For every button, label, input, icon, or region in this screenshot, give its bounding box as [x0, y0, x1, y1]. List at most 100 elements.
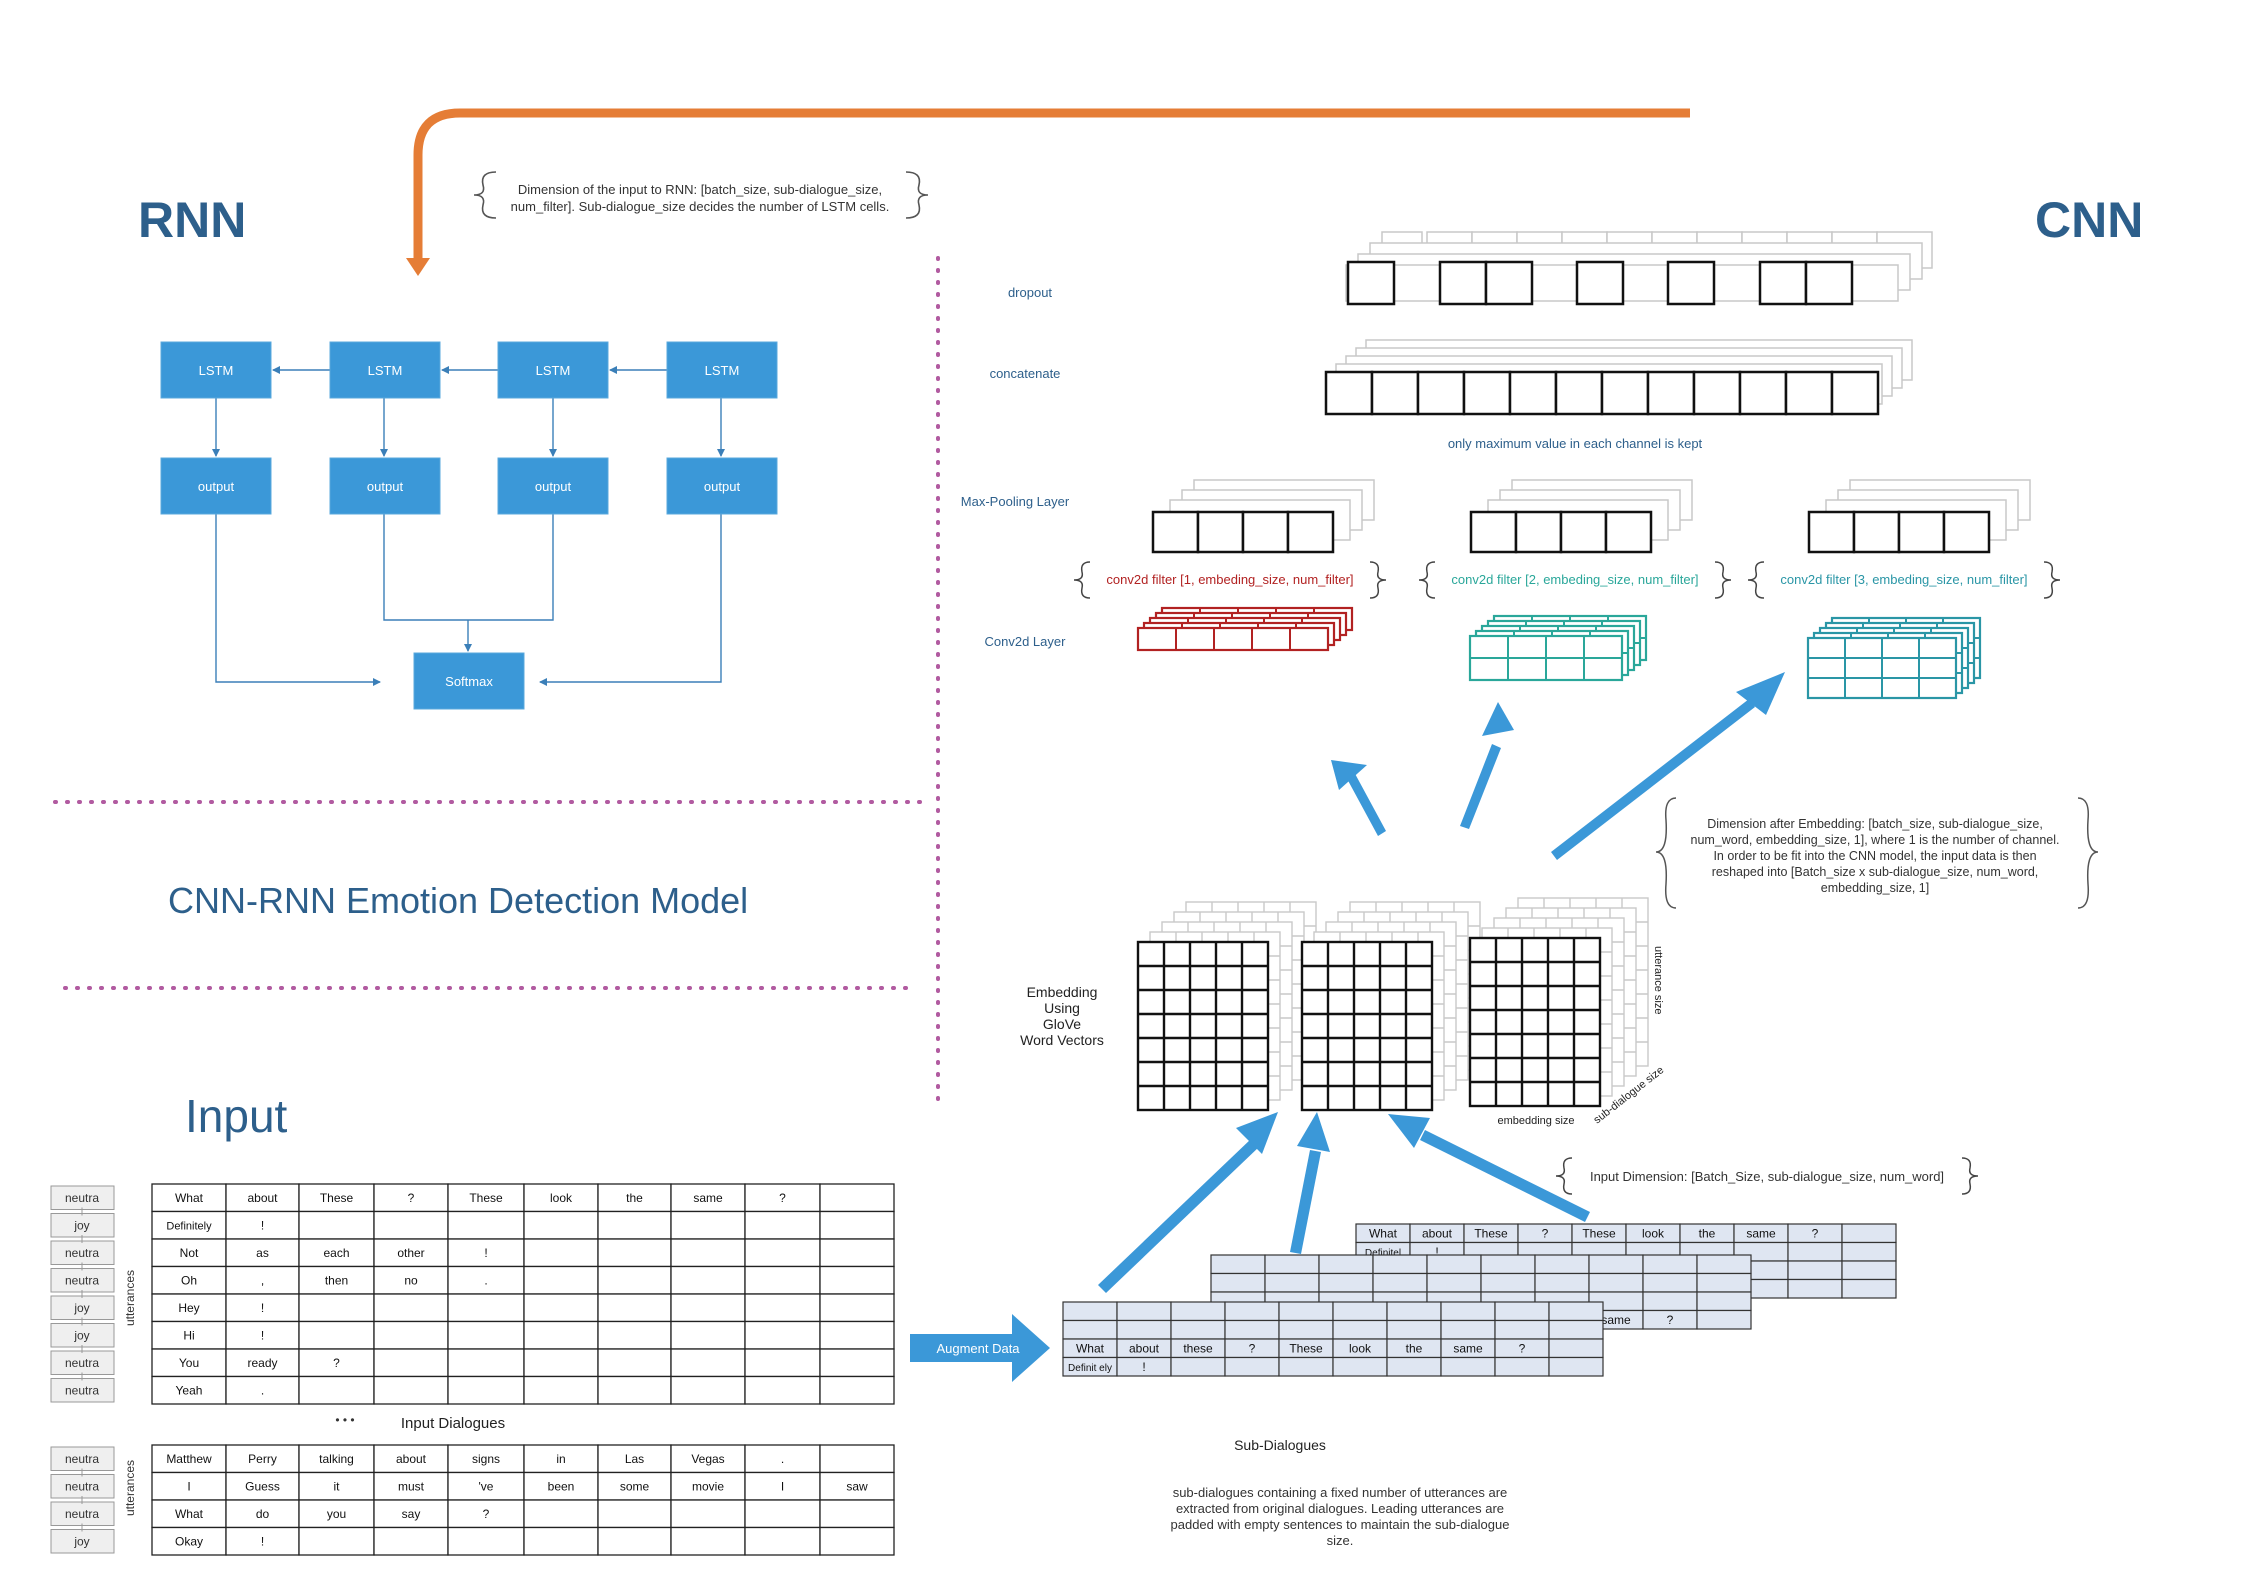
table-cell: !: [261, 1301, 264, 1315]
augment-data-label: Augment Data: [936, 1341, 1020, 1356]
lstm-cell-1: LSTM: [160, 341, 272, 399]
table-cell: Perry: [248, 1452, 277, 1466]
emotion-label: neutra: [50, 1496, 115, 1526]
table-cell: some: [620, 1479, 650, 1493]
emotion-label: neutra: [50, 1468, 115, 1499]
svg-text:neutra: neutra: [65, 1273, 99, 1287]
table-cell: in: [556, 1452, 565, 1466]
table-cell: been: [548, 1479, 575, 1493]
embedding-grid: [1468, 936, 1602, 1108]
softmax-box: Softmax: [413, 652, 525, 710]
emotion-label: joy: [50, 1290, 115, 1320]
table-cell: saw: [846, 1479, 868, 1493]
table-cell: ready: [247, 1356, 277, 1370]
table-cell: Hi: [183, 1328, 194, 1342]
table-cell: These: [1582, 1226, 1616, 1240]
table-cell: You: [179, 1356, 199, 1370]
table-cell: What: [1369, 1226, 1398, 1240]
rnn-dimension-note-line1: Dimension of the input to RNN: [batch_si…: [518, 182, 882, 197]
maxpool-stack-1: [1151, 479, 1375, 554]
table-cell: Definit ely: [1068, 1363, 1112, 1374]
table-cell: signs: [472, 1452, 500, 1466]
max-pool-note: only maximum value in each channel is ke…: [1448, 436, 1703, 451]
embedding-label-line1: Embedding: [1027, 984, 1098, 1000]
table-cell: .: [484, 1273, 487, 1287]
embedding-label-line2: Using: [1044, 1000, 1080, 1016]
conv2d-layer: [1468, 634, 1624, 682]
table-cell: !: [261, 1534, 264, 1548]
table-row: Okay!: [151, 1526, 895, 1556]
table-cell: .: [261, 1383, 264, 1397]
output-box-label: output: [198, 479, 235, 494]
maxpool-stack-2: [1469, 479, 1693, 554]
subdialogues-note-line4: size.: [1327, 1533, 1354, 1548]
embed-note-left-brace: [1655, 797, 1677, 909]
conv2d-stack-filter2: [1468, 614, 1648, 682]
table-cell: ?: [1519, 1341, 1526, 1355]
embedding-grid: [1300, 940, 1434, 1112]
utterance-size-label: utterance size: [1652, 946, 1664, 1014]
emotion-label: neutra: [50, 1235, 115, 1265]
lstm-cell-2: LSTM: [329, 341, 441, 399]
augment-data-arrow: Augment Data: [910, 1314, 1050, 1382]
emotion-label: neutra: [50, 1262, 115, 1293]
table-row: Hi!: [151, 1320, 895, 1350]
table-cell: !: [1142, 1360, 1145, 1374]
lstm-cell-label: LSTM: [368, 363, 403, 378]
table-cell: it: [334, 1479, 341, 1493]
table-cell: !: [261, 1218, 264, 1232]
svg-text:joy: joy: [73, 1301, 89, 1315]
embed-note-line1: Dimension after Embedding: [batch_size, …: [1707, 817, 2043, 831]
table-cell: What: [1076, 1341, 1105, 1355]
conv2d-stack-filter3: [1806, 616, 1982, 700]
emotion-label: joy: [50, 1317, 115, 1348]
table-cell: What: [175, 1191, 204, 1205]
conv2d-layer: [1136, 626, 1330, 652]
rnn-connectors: [212, 366, 725, 686]
table-cell: about: [247, 1191, 278, 1205]
subdialogues-note-line2: extracted from original dialogues. Leadi…: [1176, 1501, 1504, 1516]
table-cell: look: [1642, 1226, 1665, 1240]
table-cell: ?: [1667, 1313, 1674, 1327]
output-box-3: output: [497, 457, 609, 515]
input-section-title: Input: [185, 1090, 288, 1142]
svg-text:joy: joy: [73, 1218, 89, 1232]
table-cell: .: [781, 1452, 784, 1466]
svg-text:joy: joy: [73, 1534, 89, 1548]
table-cell: ?: [408, 1191, 415, 1205]
table-cell: about: [396, 1452, 427, 1466]
embedding-label-line4: Word Vectors: [1020, 1032, 1104, 1048]
table-cell: you: [327, 1507, 346, 1521]
table-cell: Yeah: [176, 1383, 203, 1397]
softmax-label: Softmax: [445, 674, 493, 689]
table-row: Definit ely!: [1062, 1356, 1604, 1377]
output-box-label: output: [367, 479, 404, 494]
layer-label-concatenate: concatenate: [990, 366, 1061, 381]
table-cell: ?: [483, 1507, 490, 1521]
lstm-cell-label: LSTM: [705, 363, 740, 378]
svg-text:neutra: neutra: [65, 1507, 99, 1521]
output-box-4: output: [666, 457, 778, 515]
feedback-arrow: [413, 108, 1690, 262]
table-cell: no: [404, 1273, 418, 1287]
svg-text:joy: joy: [73, 1328, 89, 1342]
output-box-label: output: [704, 479, 741, 494]
table-cell: do: [256, 1507, 270, 1521]
table-cell: ,: [261, 1273, 264, 1287]
filter2-left-brace: [1418, 561, 1436, 599]
embedding-to-conv-arrows: [1331, 672, 1785, 860]
emotion-label: joy: [50, 1523, 115, 1554]
filter3-left-brace: [1747, 561, 1765, 599]
table-cell: What: [175, 1507, 204, 1521]
table-cell: Definitel: [1365, 1248, 1401, 1259]
table-cell: These: [1474, 1226, 1508, 1240]
filter1-right-brace: [1369, 561, 1387, 599]
lstm-cell-label: LSTM: [536, 363, 571, 378]
table-cell: look: [550, 1191, 573, 1205]
cnn-section-title: CNN: [2035, 192, 2143, 248]
